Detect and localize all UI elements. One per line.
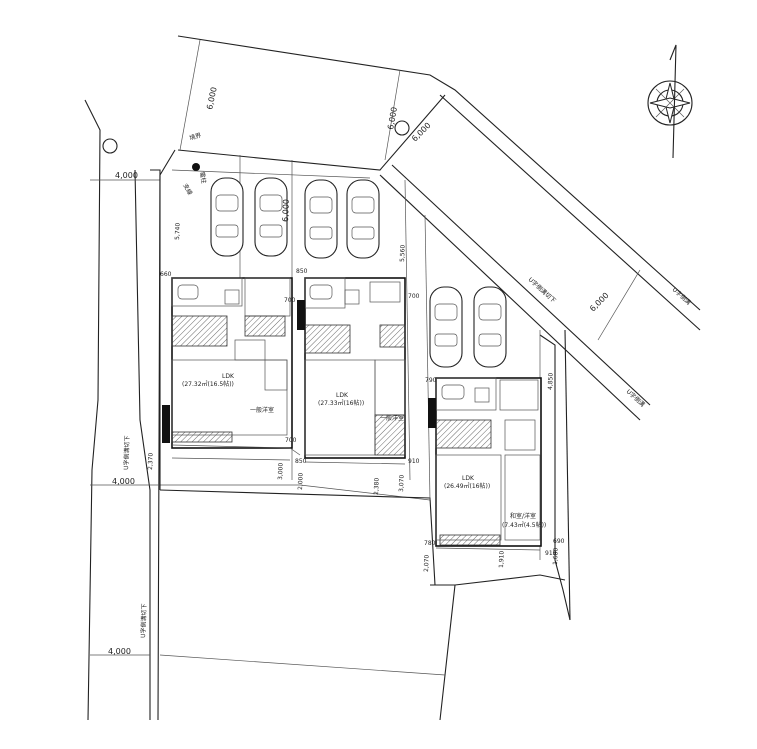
car-icon: [473, 286, 507, 368]
car-icon: [304, 179, 338, 259]
room-3-area: (7.43㎡(4.5帖)): [502, 521, 546, 529]
dim-6000-b: 6,000: [386, 106, 399, 130]
dim-6000-a: 6,000: [205, 86, 219, 110]
room-1-label: 一般洋室: [250, 406, 274, 414]
dim-700-b: 700: [285, 437, 297, 444]
ldk-2-area: (27.33㎡(16帖)): [318, 399, 364, 407]
dim-690: 690: [553, 538, 565, 545]
dim-850-a: 850: [296, 268, 308, 275]
dim-4000-bottom: 4,000: [108, 647, 131, 656]
electric-pole-label: 電柱: [198, 171, 208, 184]
dim-2380: 2,380: [373, 477, 381, 495]
dim-4850: 4,850: [547, 372, 555, 390]
car-icon: [210, 177, 244, 257]
ldk-1-label: LDK: [222, 373, 235, 380]
dim-4000-mid: 4,000: [112, 477, 135, 486]
dim-5740: 5,740: [174, 222, 182, 240]
dim-1910: 1,910: [498, 550, 506, 568]
road-left-bottom-label: U字側溝切下: [139, 603, 148, 638]
dim-6000-right: 6,000: [588, 291, 611, 314]
house-3: [428, 377, 542, 551]
dim-780: 780: [424, 540, 436, 547]
dim-790: 790: [425, 377, 437, 384]
boundary-label: 境界: [188, 131, 202, 142]
north-arrow-icon: [647, 44, 693, 159]
dim-1680: 1,680: [552, 547, 560, 565]
dim-850-b: 850: [295, 458, 307, 465]
road-diag-b-label: U字側溝: [671, 286, 693, 307]
dim-2070: 2,070: [423, 554, 431, 572]
dim-2000: 2,000: [297, 472, 305, 490]
benchmark-marker-left: [102, 138, 118, 154]
car-icon: [346, 179, 380, 259]
dim-5560: 5,560: [399, 244, 407, 262]
dim-660: 660: [160, 271, 172, 278]
stay-wire-label: 支線: [181, 182, 194, 196]
house-1: [162, 277, 301, 461]
room-2-label: 一般洋室: [380, 414, 404, 422]
dim-910-b: 910: [545, 550, 557, 557]
dim-3000: 3,000: [277, 462, 285, 480]
dim-910-a: 910: [408, 458, 420, 465]
dim-3070: 3,070: [398, 474, 406, 492]
road-left-top-label: U字側溝切下: [122, 435, 131, 470]
ldk-3-label: LDK: [462, 475, 475, 482]
dim-700-c: 700: [408, 293, 420, 300]
road-diag-a-label: U字側溝切下: [527, 276, 558, 305]
dim-700-a: 700: [284, 297, 296, 304]
house-2: [297, 277, 406, 465]
electric-pole-icon: [192, 163, 200, 171]
benchmark-marker-top: [394, 120, 410, 136]
car-icon: [254, 177, 288, 257]
dim-2370: 2,370: [147, 452, 155, 470]
car-icon: [429, 286, 463, 368]
room-3-label: 和室/洋室: [510, 512, 536, 520]
ldk-1-area: (27.32㎡(16.5帖)): [182, 380, 234, 388]
parking-cars: [210, 177, 507, 368]
dim-4000-top: 4,000: [115, 171, 138, 180]
road-diag-c-label: U字側溝: [625, 388, 647, 409]
ldk-2-label: LDK: [336, 392, 349, 399]
ldk-3-area: (26.49㎡(16帖)): [444, 482, 490, 490]
dim-6000-d: 6,000: [281, 199, 291, 222]
